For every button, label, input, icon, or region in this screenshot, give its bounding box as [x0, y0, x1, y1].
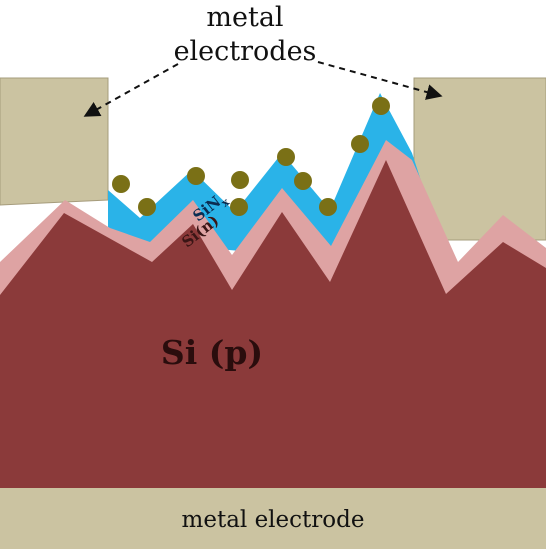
nanoparticle	[319, 198, 337, 216]
nanoparticle	[277, 148, 295, 166]
si-p-label: Si (p)	[161, 333, 263, 372]
nanoparticle	[187, 167, 205, 185]
top-electrodes-label-line2: electrodes	[174, 36, 317, 67]
si-p-base	[0, 160, 546, 488]
bottom-metal-electrode	[0, 488, 546, 549]
bottom-electrode-label: metal electrode	[182, 507, 365, 533]
nanoparticle	[138, 198, 156, 216]
left-top-metal-electrode	[0, 77, 109, 206]
nanoparticle	[351, 135, 369, 153]
nanoparticles	[112, 97, 390, 216]
arrow-to-left-electrode	[83, 63, 179, 117]
nanoparticle	[294, 172, 312, 190]
nanoparticle	[372, 97, 390, 115]
nanoparticle	[112, 175, 130, 193]
nanoparticle	[230, 198, 248, 216]
nanoparticle	[231, 171, 249, 189]
top-electrodes-label-line1: metal	[206, 2, 283, 33]
